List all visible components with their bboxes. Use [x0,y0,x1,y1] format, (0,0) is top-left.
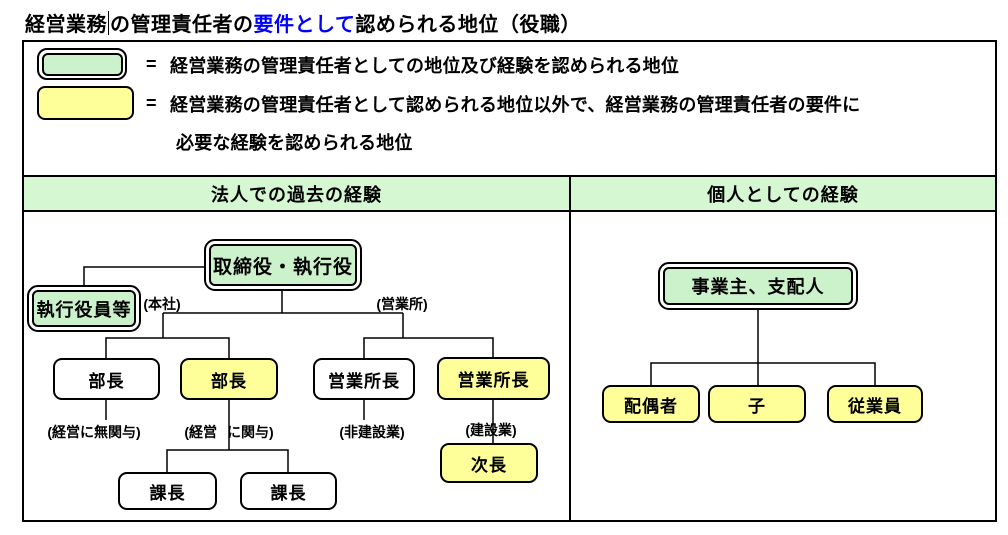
legend-green-swatch-fill [41,52,123,76]
legend-yellow-text-line1: 経営業務の管理責任者として認められる地位以外で、経営業務の管理責任者の要件に [170,95,861,115]
node-ko: 子 [708,385,806,423]
node-label: 課長 [149,483,186,503]
node-label: 配偶者 [624,396,678,416]
node-label: 子 [748,396,766,416]
node-label: 部長 [211,371,247,391]
node-kacho-2: 課長 [240,472,337,510]
left-column-header: 法人での過去の経験 [24,177,571,210]
node-kacho-1: 課長 [118,472,217,510]
node-jicho: 次長 [440,443,538,483]
node-haigusha: 配偶者 [602,385,700,423]
label-eigyosho: (営業所) [376,296,428,312]
column-divider [569,212,571,520]
node-torishimariyaku: 取締役・執行役 [204,239,362,291]
right-column-header: 個人としての経験 [707,184,859,205]
title-highlight: 要件として [253,14,356,36]
node-label: 営業所長 [457,371,530,390]
node-bucho-white: 部長 [53,358,160,400]
node-label: 課長 [270,483,307,503]
label-keiei-mukanyo: (経営に無関与) [47,424,141,440]
node-jigyonushi: 事業主、支配人 [658,262,858,310]
node-bucho-yellow: 部長 [180,358,278,400]
label-keiei-kanyo-right: に関与) [227,424,274,440]
node-label: 従業員 [848,396,902,416]
legend-green-text: 経営業務の管理責任者としての地位及び経験を認められる地位 [170,56,680,76]
label-keiei-kanyo-left: (経営 [184,424,217,440]
node-label: 取締役・執行役 [212,256,353,278]
text-caret [108,11,109,35]
node-label: 営業所長 [328,371,400,391]
legend-green-swatch [37,48,127,80]
node-label: 執行役員等 [36,299,132,320]
legend-yellow-text-line2: 必要な経験を認められる地位 [176,133,413,153]
label-kensetsugyo: (建設業) [465,422,517,438]
title-part3: 認められる地位（役職） [355,14,581,36]
legend-yellow-swatch [37,86,134,120]
legend-equals-2: = [146,93,157,113]
node-eigyoshocho-white: 営業所長 [313,358,415,400]
label-keiei-kanyo: (経営 に関与) [174,422,284,442]
label-honsha: (本社) [143,296,181,312]
column-header-row: 法人での過去の経験 個人としての経験 [24,175,995,212]
node-label: 部長 [88,371,125,391]
title-part2: の管理責任者の [110,14,254,36]
legend-equals-1: = [146,54,157,74]
node-eigyoshocho-yellow: 営業所長 [437,357,550,400]
node-shikko-yakuin: 執行役員等 [27,285,141,332]
diagram-frame: = 経営業務の管理責任者としての地位及び経験を認められる地位 = 経営業務の管理… [22,40,997,522]
node-label: 次長 [471,455,507,475]
title-part1: 経営業務 [25,14,107,36]
label-hi-kensetsugyo: (非建設業) [339,424,405,440]
node-label: 事業主、支配人 [691,277,825,297]
page-title: 経営業務の管理責任者の要件として認められる地位（役職） [25,8,581,37]
node-jugyoin: 従業員 [827,385,923,423]
